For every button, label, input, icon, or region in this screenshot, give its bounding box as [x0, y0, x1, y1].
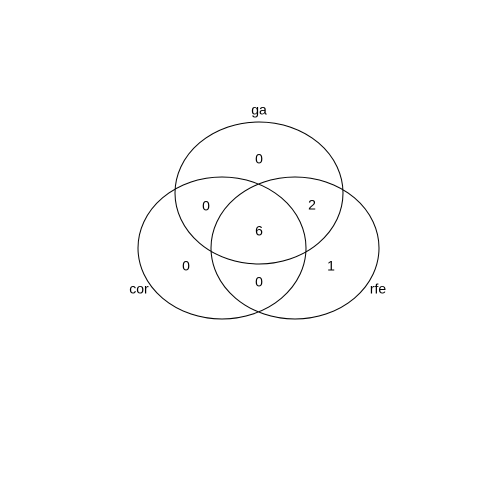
region-count-ga-only: 0 [255, 151, 263, 167]
region-count-cor-only: 0 [182, 258, 190, 274]
region-count-ga-rfe: 2 [308, 197, 316, 213]
set-label-rfe: rfe [370, 281, 387, 297]
region-count-rfe-only: 1 [327, 258, 335, 274]
set-circle-cor [137, 176, 307, 320]
region-count-cor-rfe: 0 [255, 274, 263, 290]
set-circle-rfe [210, 176, 380, 320]
set-circle-ga [174, 121, 344, 265]
set-label-ga: ga [251, 102, 267, 118]
region-count-all-three: 6 [255, 223, 263, 239]
set-label-cor: cor [129, 281, 149, 297]
region-count-ga-cor: 0 [202, 198, 210, 214]
